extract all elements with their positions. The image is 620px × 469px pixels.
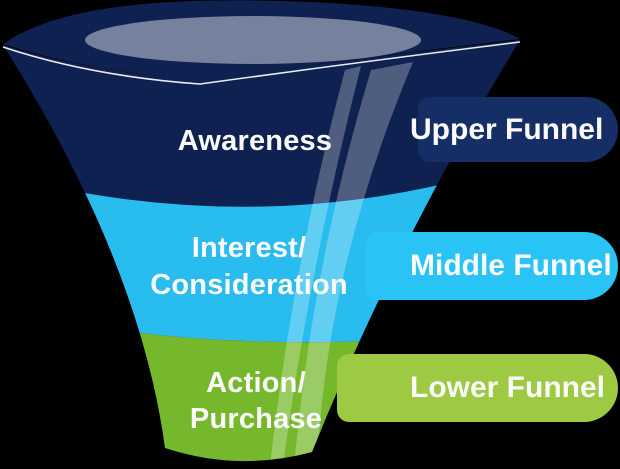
stage-label-interest-line2: Consideration [150, 269, 348, 301]
tag-middle-funnel: Middle Funnel [365, 232, 618, 300]
tag-upper-funnel-label: Upper Funnel [410, 112, 604, 146]
tag-upper-funnel: Upper Funnel [410, 97, 618, 162]
stage-label-action-line2: Purchase [189, 403, 323, 435]
stage-label-awareness-line1: Awareness [177, 125, 333, 157]
tag-middle-funnel-label: Middle Funnel [410, 249, 612, 282]
funnel-rim-edge-line [2, 41, 521, 85]
stage-label-interest-line1: Interest/ [191, 232, 307, 264]
funnel-highlight-stripe-wide [294, 62, 413, 462]
tag-lower-funnel-label: Lower Funnel [410, 371, 605, 404]
stage-label-action-line1: Action/ [206, 367, 306, 399]
funnel-highlight-stripe-narrow [270, 66, 361, 462]
stage-label-action-purchase: Action/ Purchase [96, 365, 416, 437]
tag-lower-funnel: Lower Funnel [337, 354, 618, 422]
funnel-opening [85, 16, 421, 64]
stage-label-awareness: Awareness [95, 123, 415, 159]
stage-label-interest-consideration: Interest/ Consideration [89, 230, 409, 304]
